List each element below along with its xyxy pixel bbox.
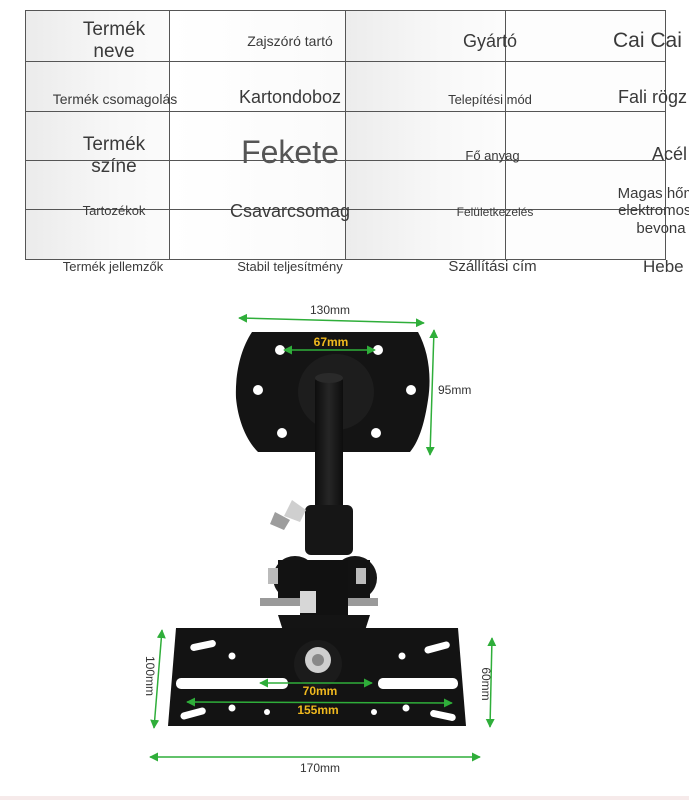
- grid-line: [665, 10, 666, 260]
- value-installation: Fali rögz: [618, 87, 688, 107]
- screw-hole: [371, 428, 381, 438]
- label-installation: Telepítési mód: [448, 92, 532, 107]
- label-surface-treatment: Felületkezelés: [456, 205, 534, 219]
- value-product-name: Zajszóró tartó: [247, 33, 333, 49]
- label-accessories: Tartozékok: [82, 203, 146, 218]
- label-color: Termék színe: [82, 134, 146, 177]
- spec-table: Termék neve Zajszóró tartó Gyártó Cai Ca…: [25, 10, 689, 260]
- value-color: Fekete: [241, 134, 339, 170]
- mounting-slot: [190, 640, 216, 651]
- mounting-slot: [180, 707, 206, 720]
- screw-hole: [406, 385, 416, 395]
- dim-top-plate-height: 95mm: [438, 383, 471, 397]
- dim-bottom-plate-depth: 100mm: [143, 656, 157, 696]
- bottom-strip: [0, 796, 689, 800]
- column-shade-4: [506, 11, 666, 259]
- value-surface-treatment: Magas hőmé elektromos p bevona: [617, 185, 689, 237]
- dim-bottom-plate-width: 170mm: [300, 761, 340, 775]
- spec-footer-row: Termék jellemzők Stabil teljesítmény Szá…: [0, 256, 689, 280]
- grid-line: [169, 10, 170, 260]
- grid-line: [505, 10, 506, 260]
- mounting-slot: [430, 710, 456, 721]
- mounting-slot: [378, 678, 458, 689]
- label-manufacturer: Gyártó: [462, 31, 518, 51]
- column-shade-1: [26, 11, 169, 259]
- value-shipping: Hebe: [643, 257, 684, 276]
- label-product-name: Termék neve: [82, 19, 146, 62]
- label-shipping: Szállítási cím: [448, 258, 537, 275]
- value-packaging: Kartondoboz: [238, 87, 342, 107]
- screw-hole: [275, 345, 285, 355]
- dim-top-hole-spacing: 67mm: [314, 335, 349, 349]
- value-manufacturer: Cai Cai: [613, 29, 682, 52]
- grid-line: [345, 10, 346, 260]
- dim-top-plate-width: 130mm: [310, 303, 350, 317]
- dim-bottom-slot-spacing: 70mm: [303, 684, 338, 698]
- grid-line: [25, 10, 26, 260]
- mounting-slot: [424, 641, 450, 654]
- dim-bottom-plate-height: 60mm: [479, 667, 493, 700]
- value-main-material: Acél: [652, 144, 688, 164]
- label-packaging: Termék csomagolás: [52, 91, 178, 107]
- bracket-illustration: 130mm 67mm 95mm 100mm 60mm 70mm 155mm 17…: [143, 303, 497, 775]
- dim-bottom-hole-spacing: 155mm: [297, 703, 338, 717]
- value-features: Stabil teljesítmény: [237, 259, 343, 274]
- bracket-arm: [260, 373, 378, 640]
- value-accessories: Csavarcsomag: [229, 201, 351, 221]
- dimension-lines: [149, 313, 497, 762]
- label-features: Termék jellemzők: [62, 259, 164, 274]
- column-shade-3: [346, 11, 505, 259]
- column-shade-2: [170, 11, 345, 259]
- label-main-material: Fő anyag: [465, 148, 520, 163]
- screw-hole: [253, 385, 263, 395]
- bracket-dimension-diagram: 130mm 67mm 95mm 100mm 60mm 70mm 155mm 17…: [0, 290, 689, 790]
- screw-hole: [277, 428, 287, 438]
